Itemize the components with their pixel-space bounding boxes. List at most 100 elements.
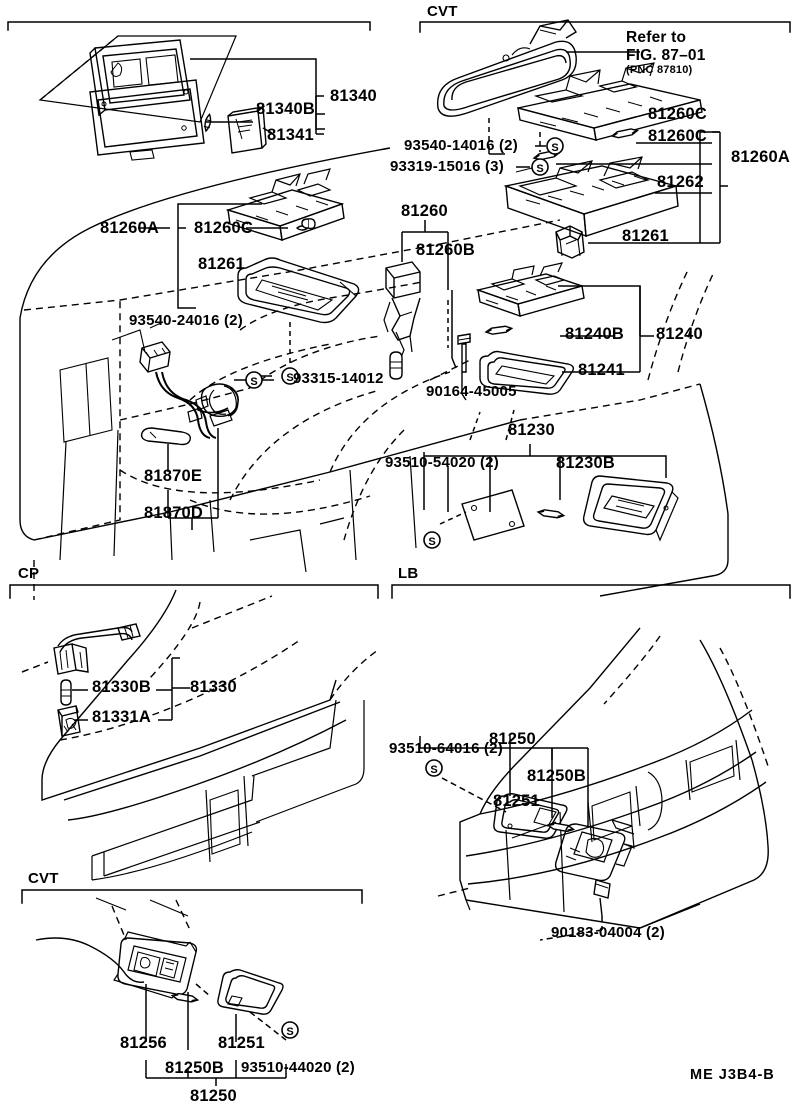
bracket-81340 — [315, 95, 324, 135]
screw-symbol-93510-64016: S — [425, 759, 443, 777]
section-label-cvt-top: CVT — [427, 3, 458, 20]
part-label-81260C-lower: 81260C — [648, 127, 707, 145]
part-label-81341: 81341 — [267, 126, 314, 144]
fastener-label-93540-24016: 93540-24016 (2) — [129, 312, 243, 329]
leaders-81870 — [167, 379, 274, 530]
part-label-81331A: 81331A — [92, 708, 151, 726]
part-label-81260C-upper: 81260C — [648, 105, 707, 123]
bulb-81240B — [484, 324, 513, 336]
part-label-81240: 81240 — [656, 325, 703, 343]
leaders-81240 — [447, 285, 654, 373]
figure-code: ME J3B4-B — [690, 1067, 775, 1083]
part-label-81260B: 81260B — [416, 241, 475, 259]
fastener-label-93510-64016: 93510-64016 (2) — [389, 740, 503, 757]
part-label-81256: 81256 — [120, 1034, 167, 1052]
part-label-81261-right: 81261 — [622, 227, 669, 245]
part-label-81251-lb: 81251 — [493, 792, 540, 810]
screw-symbol-93319-15016: S — [531, 158, 549, 176]
screw-symbol-93540-24016: S — [281, 367, 299, 385]
part-label-81260A-left: 81260A — [100, 219, 159, 237]
svg-text:S: S — [428, 536, 435, 548]
part-81262-lens-upper — [517, 62, 703, 141]
part-81250-lamp-lb — [554, 819, 635, 917]
leaders-cvt-bottom — [145, 983, 287, 1086]
body-cp-outline — [41, 589, 379, 881]
screw-symbol-93510-54020: S — [423, 531, 441, 549]
part-label-81340B: 81340B — [256, 100, 315, 118]
svg-text:S: S — [551, 142, 558, 154]
leaders-lb — [419, 736, 603, 941]
frame-cvt-top — [419, 21, 791, 33]
fastener-label-93510-54020: 93510-54020 (2) — [385, 454, 499, 471]
svg-text:S: S — [430, 764, 437, 776]
body-lb-outline — [437, 627, 769, 929]
part-visor-assembly — [38, 35, 267, 161]
part-81230-base — [461, 489, 525, 541]
part-label-81250-lb: 81250 — [489, 730, 536, 748]
refer-note-line1: Refer to — [626, 29, 687, 46]
section-label-cp: CP — [18, 565, 40, 582]
part-81251-lens-cvt — [217, 969, 284, 1015]
leaders-cp — [21, 657, 190, 721]
part-81260-lamp-left — [225, 168, 345, 241]
section-label-lb: LB — [398, 565, 419, 582]
bulb-81250B-lb — [546, 821, 575, 834]
part-label-81260C-left: 81260C — [194, 219, 253, 237]
part-81251-lens-lb — [493, 793, 568, 839]
bulb-81260C-left — [296, 218, 316, 231]
bulb-81250B-cvt — [170, 991, 199, 1004]
part-inner-mirror — [436, 19, 577, 117]
frame-lb — [391, 584, 791, 599]
screw-symbol-93315-14012: S — [245, 371, 263, 389]
fastener-label-90183-04004: 90183-04004 (2) — [551, 924, 665, 941]
refer-note-line2: FIG. 87–01 — [626, 47, 706, 64]
part-81261-bracket-right — [555, 225, 585, 259]
part-label-81250B-cvt: 81250B — [165, 1059, 224, 1077]
frame-cvt-bottom — [21, 889, 363, 904]
part-81261-lens-left — [237, 257, 360, 324]
part-label-81330: 81330 — [190, 678, 237, 696]
leader-93540-14016 — [488, 146, 505, 155]
part-label-81250B-lb: 81250B — [527, 767, 586, 785]
svg-text:S: S — [286, 372, 293, 384]
part-81260B-socket — [383, 261, 421, 380]
screw-symbol-93540-14016: S — [546, 137, 564, 155]
svg-text:S: S — [536, 163, 543, 175]
fastener-label-93319-15016: 93319-15016 (3) — [390, 158, 504, 175]
svg-text:S: S — [250, 376, 257, 388]
part-81241-lens — [479, 350, 575, 395]
fastener-label-93315-14012: 93315-14012 — [293, 370, 384, 387]
fastener-label-93510-44020: 93510-44020 (2) — [241, 1059, 355, 1076]
leaders-81260B — [401, 220, 449, 290]
leaders-81230 — [423, 409, 667, 525]
frame-cp — [9, 584, 379, 599]
part-90164-45005-bolt — [457, 333, 472, 373]
part-label-81230B: 81230B — [556, 454, 615, 472]
part-label-81330B: 81330B — [92, 678, 151, 696]
svg-text:S: S — [286, 1026, 293, 1038]
bulb-81260C-upper — [610, 126, 639, 140]
part-81240-lamp — [475, 262, 585, 318]
fastener-label-93540-14016: 93540-14016 (2) — [404, 137, 518, 154]
frame-visor-group — [7, 21, 371, 31]
fastener-label-90164-45005: 90164-45005 — [426, 383, 517, 400]
part-81230-lamp — [582, 475, 679, 542]
dash-bulb-guides — [488, 118, 541, 152]
part-81256-lamp-cvt — [113, 931, 198, 999]
refer-note-line3: (PNC 87810) — [626, 64, 693, 76]
part-label-81260: 81260 — [401, 202, 448, 220]
part-label-81230: 81230 — [508, 421, 555, 439]
part-label-81251-cvt: 81251 — [218, 1034, 265, 1052]
bulb-81230B — [536, 508, 565, 520]
part-label-81261-left: 81261 — [198, 255, 245, 273]
section-label-cvt-bottom: CVT — [28, 870, 59, 887]
part-label-81340: 81340 — [330, 87, 377, 105]
part-label-81262: 81262 — [657, 173, 704, 191]
part-label-81250-cvt: 81250 — [190, 1087, 237, 1105]
part-label-81870D: 81870D — [144, 504, 203, 522]
part-81870D-harness — [139, 341, 239, 446]
body-cvt-bottom-outline — [35, 897, 191, 983]
part-label-81260A-right: 81260A — [731, 148, 790, 166]
